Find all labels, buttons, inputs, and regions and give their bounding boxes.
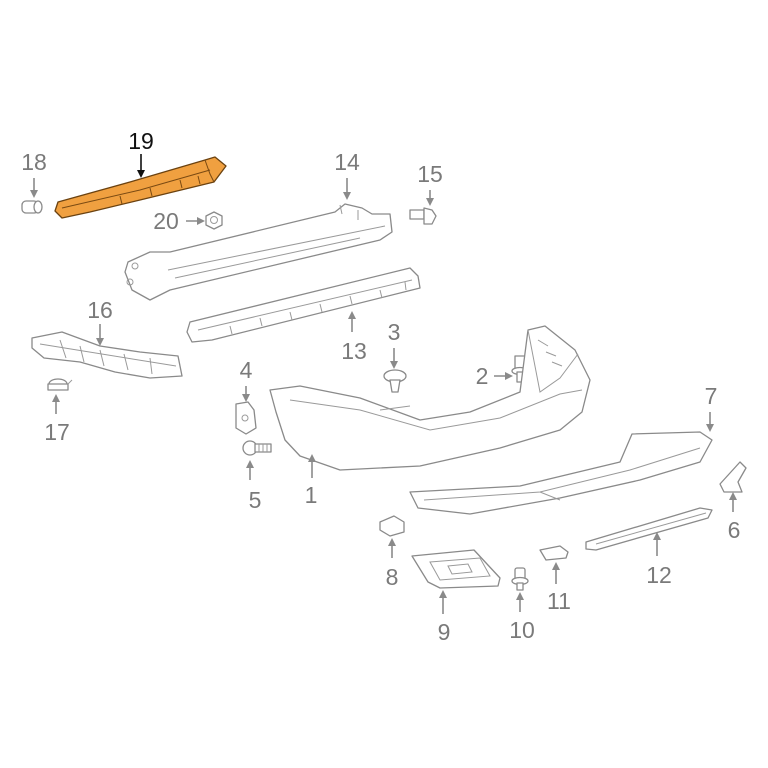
- part-15-bolt[interactable]: [409, 207, 437, 225]
- callout-11: 11: [547, 588, 571, 614]
- callout-6: 6: [728, 517, 741, 543]
- callout-10: 10: [509, 617, 535, 643]
- callout-7: 7: [705, 383, 718, 409]
- callout-1: 1: [305, 482, 318, 508]
- part-14-reinforcement-beam[interactable]: [124, 203, 393, 301]
- part-6-small-bracket[interactable]: [719, 461, 747, 493]
- part-19-energy-absorber[interactable]: [54, 156, 227, 219]
- part-7-lower-valance[interactable]: [409, 431, 713, 515]
- callout-2: 2: [476, 363, 489, 389]
- callout-13: 13: [341, 338, 367, 364]
- part-20-nut[interactable]: [205, 211, 223, 230]
- callout-12: 12: [646, 562, 672, 588]
- callout-4: 4: [240, 357, 253, 383]
- part-12-trim-strip[interactable]: [585, 507, 713, 551]
- part-13-retainer[interactable]: [186, 267, 421, 343]
- callout-18: 18: [21, 149, 47, 175]
- callout-9: 9: [438, 619, 451, 645]
- part-16-side-bracket[interactable]: [31, 331, 183, 379]
- part-5-bolt[interactable]: [242, 440, 272, 456]
- callout-3: 3: [388, 319, 401, 345]
- callout-14: 14: [334, 149, 360, 175]
- callout-19: 19: [128, 128, 154, 154]
- callout-5: 5: [249, 487, 262, 513]
- part-17-screw[interactable]: [47, 378, 73, 391]
- part-8-clip-bracket[interactable]: [379, 515, 405, 537]
- callout-numbers: 19 18 20 14 15 16 13 3 2 4 17 5 1 7 6 12…: [21, 128, 740, 645]
- callout-8: 8: [386, 564, 399, 590]
- callout-15: 15: [417, 161, 443, 187]
- part-9-under-cover[interactable]: [411, 549, 501, 589]
- part-11-retainer-clip[interactable]: [539, 545, 569, 561]
- part-4-mount-bracket[interactable]: [235, 401, 257, 435]
- part-1-bumper-cover[interactable]: [269, 325, 591, 471]
- part-3-push-clip[interactable]: [383, 369, 407, 393]
- part-18-plug[interactable]: [21, 200, 43, 214]
- leader-lines: [30, 154, 737, 614]
- part-10-push-rivet[interactable]: [511, 567, 529, 591]
- callout-16: 16: [87, 297, 113, 323]
- callout-20: 20: [153, 208, 179, 234]
- callout-17: 17: [44, 419, 70, 445]
